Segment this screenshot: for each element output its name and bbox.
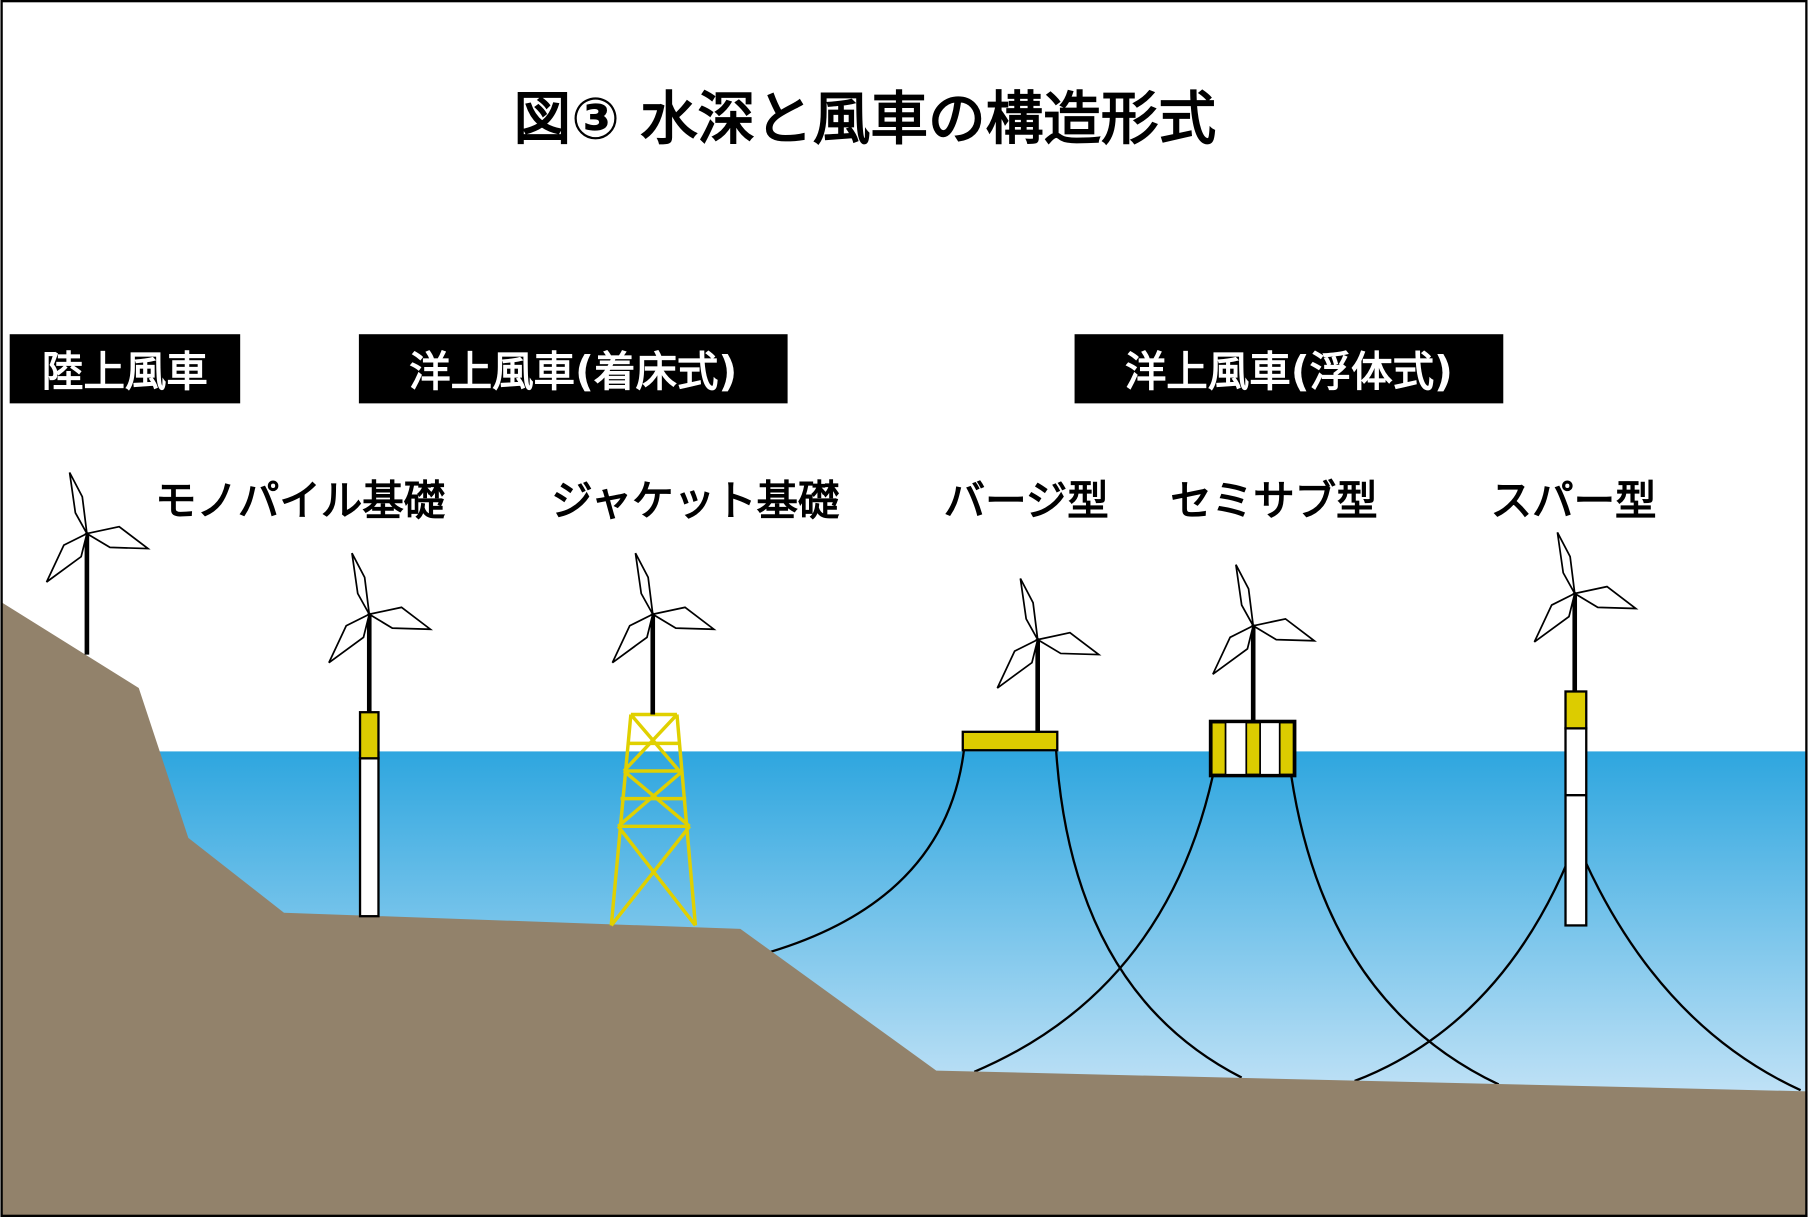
turbine-blade	[328, 612, 371, 664]
mooring-line	[1290, 775, 1500, 1086]
spar-float	[1564, 690, 1588, 927]
turbine-blade	[1212, 624, 1255, 675]
turbine-blade	[1019, 578, 1039, 641]
label-offshore-floating: 洋上風車(浮体式)	[1125, 347, 1453, 396]
turbine-blade	[1235, 564, 1255, 627]
label-box-offshore-floating	[1074, 334, 1504, 404]
turbine-blade	[1250, 617, 1317, 642]
label-offshore-fixed: 洋上風車(着床式)	[409, 347, 737, 396]
wind-turbines	[45, 472, 1639, 732]
semisub-float	[1208, 719, 1297, 778]
turbine-blade	[366, 606, 434, 631]
turbine-blade	[351, 552, 371, 615]
wind-turbine	[996, 578, 1102, 732]
mooring-line	[1054, 750, 1243, 1079]
mooring-line	[769, 750, 966, 954]
turbine-blade	[84, 525, 151, 550]
label-box-offshore-fixed	[358, 334, 788, 404]
wind-turbine	[328, 552, 434, 713]
wind-turbine	[45, 472, 151, 655]
label-monopile: モノパイル基礎	[155, 476, 446, 525]
wind-turbine	[611, 552, 717, 715]
mooring-line	[973, 775, 1214, 1073]
label-barge: バージ型	[944, 476, 1109, 525]
turbine-blade	[996, 638, 1039, 689]
diagram-title: 図③ 水深と風車の構造形式	[514, 85, 1217, 152]
mooring-lines	[769, 750, 1802, 1092]
wind-turbine	[1212, 564, 1317, 722]
label-spar: スパー型	[1491, 476, 1657, 525]
turbine-blade	[1572, 585, 1639, 610]
mooring-line	[1354, 858, 1571, 1083]
turbine-blade	[650, 606, 717, 631]
turbine-blade	[1556, 532, 1576, 594]
label-box-onshore	[9, 334, 241, 404]
turbine-blade	[1035, 631, 1102, 656]
barge-float	[961, 730, 1059, 752]
turbine-blade	[1533, 591, 1577, 643]
turbine-blade	[68, 472, 88, 535]
mooring-line	[1582, 858, 1802, 1092]
monopile-foundation	[358, 711, 380, 918]
label-onshore: 陸上風車	[42, 347, 208, 396]
turbine-blade	[611, 612, 655, 664]
label-semisub: セミサブ型	[1170, 476, 1377, 525]
wind-turbine	[1533, 532, 1639, 692]
seabed-ground	[0, 601, 1808, 1217]
label-jacket: ジャケット基礎	[551, 476, 840, 525]
turbine-blade	[45, 531, 89, 583]
turbine-blade	[634, 552, 654, 615]
